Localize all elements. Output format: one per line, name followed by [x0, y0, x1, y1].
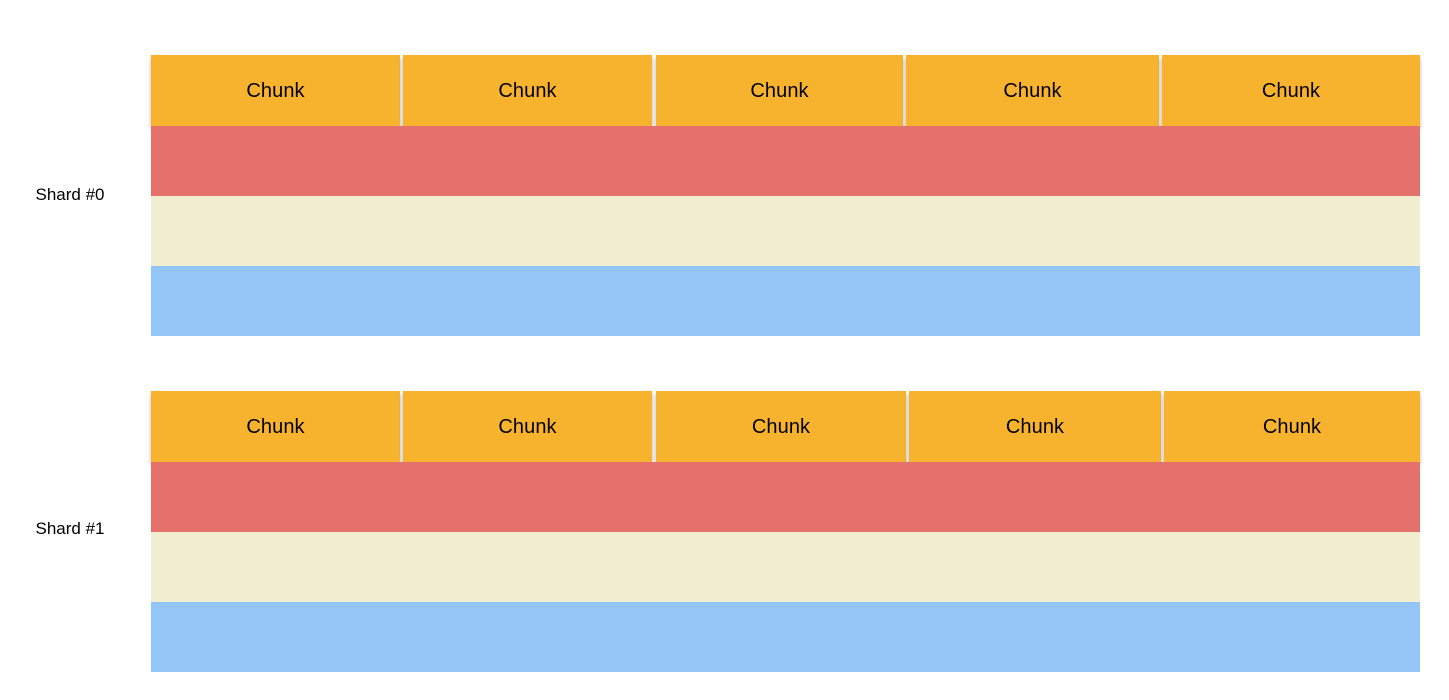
chunk-label: Chunk — [1003, 79, 1062, 102]
chunk-label: Chunk — [1262, 415, 1322, 438]
shard-label-0: Shard #0 — [35, 185, 105, 204]
chunk-box[interactable]: Chunk — [656, 391, 906, 462]
chunk-box[interactable]: Chunk — [151, 391, 400, 462]
shard-band-red — [151, 126, 1420, 196]
chunk-label: Chunk — [1005, 415, 1065, 438]
chunk-label: Chunk — [498, 415, 557, 438]
chunk-label: Chunk — [1261, 79, 1321, 102]
chunk-box[interactable]: Chunk — [656, 55, 903, 126]
chunk-box[interactable]: Chunk — [403, 55, 652, 126]
shard-band-blue — [151, 266, 1420, 336]
shard-band-cream — [151, 532, 1420, 602]
shard-band-red — [151, 462, 1420, 532]
shard-band-cream — [151, 196, 1420, 266]
chunk-label: Chunk — [246, 79, 305, 102]
chunk-label: Chunk — [750, 79, 809, 102]
chunk-row-0: Chunk Chunk Chunk Chunk Chunk — [151, 55, 1420, 126]
chunk-label: Chunk — [498, 79, 557, 102]
chunk-box[interactable]: Chunk — [1162, 55, 1420, 126]
shard-label-1: Shard #1 — [35, 519, 105, 538]
chunk-box[interactable]: Chunk — [403, 391, 652, 462]
chunk-box[interactable]: Chunk — [906, 55, 1159, 126]
chunk-box[interactable]: Chunk — [151, 55, 400, 126]
chunk-box[interactable]: Chunk — [1164, 391, 1420, 462]
shard-band-blue — [151, 602, 1420, 672]
chunk-label: Chunk — [751, 415, 811, 438]
chunk-box[interactable]: Chunk — [909, 391, 1161, 462]
chunk-label: Chunk — [246, 415, 305, 438]
chunk-row-1: Chunk Chunk Chunk Chunk Chunk — [151, 391, 1420, 462]
